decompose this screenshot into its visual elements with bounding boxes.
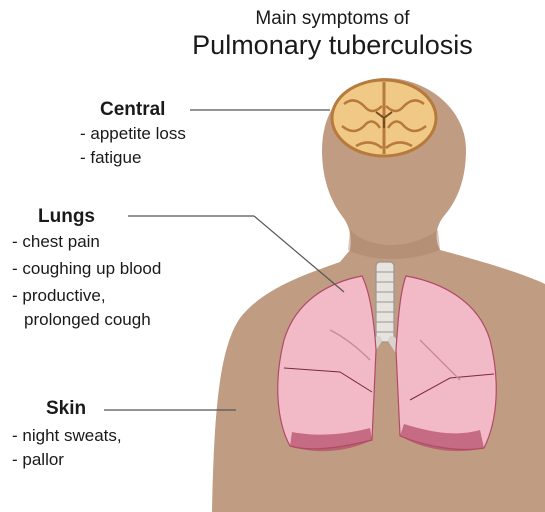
lungs-item: - coughing up blood bbox=[12, 257, 161, 280]
skin-heading: Skin bbox=[46, 398, 86, 420]
brain bbox=[332, 80, 436, 156]
skin-item: - pallor bbox=[12, 448, 64, 471]
central-heading: Central bbox=[100, 99, 165, 121]
lungs-item: - chest pain bbox=[12, 230, 100, 253]
lungs-item: prolonged cough bbox=[24, 308, 151, 331]
diagram-title: Pulmonary tuberculosis bbox=[120, 30, 545, 61]
central-item: - fatigue bbox=[80, 146, 141, 169]
diagram-subtitle: Main symptoms of bbox=[120, 8, 545, 30]
central-item: - appetite loss bbox=[80, 122, 186, 145]
lungs-item: - productive, bbox=[12, 284, 106, 307]
skin-item: - night sweats, bbox=[12, 424, 122, 447]
lungs-heading: Lungs bbox=[38, 206, 95, 228]
